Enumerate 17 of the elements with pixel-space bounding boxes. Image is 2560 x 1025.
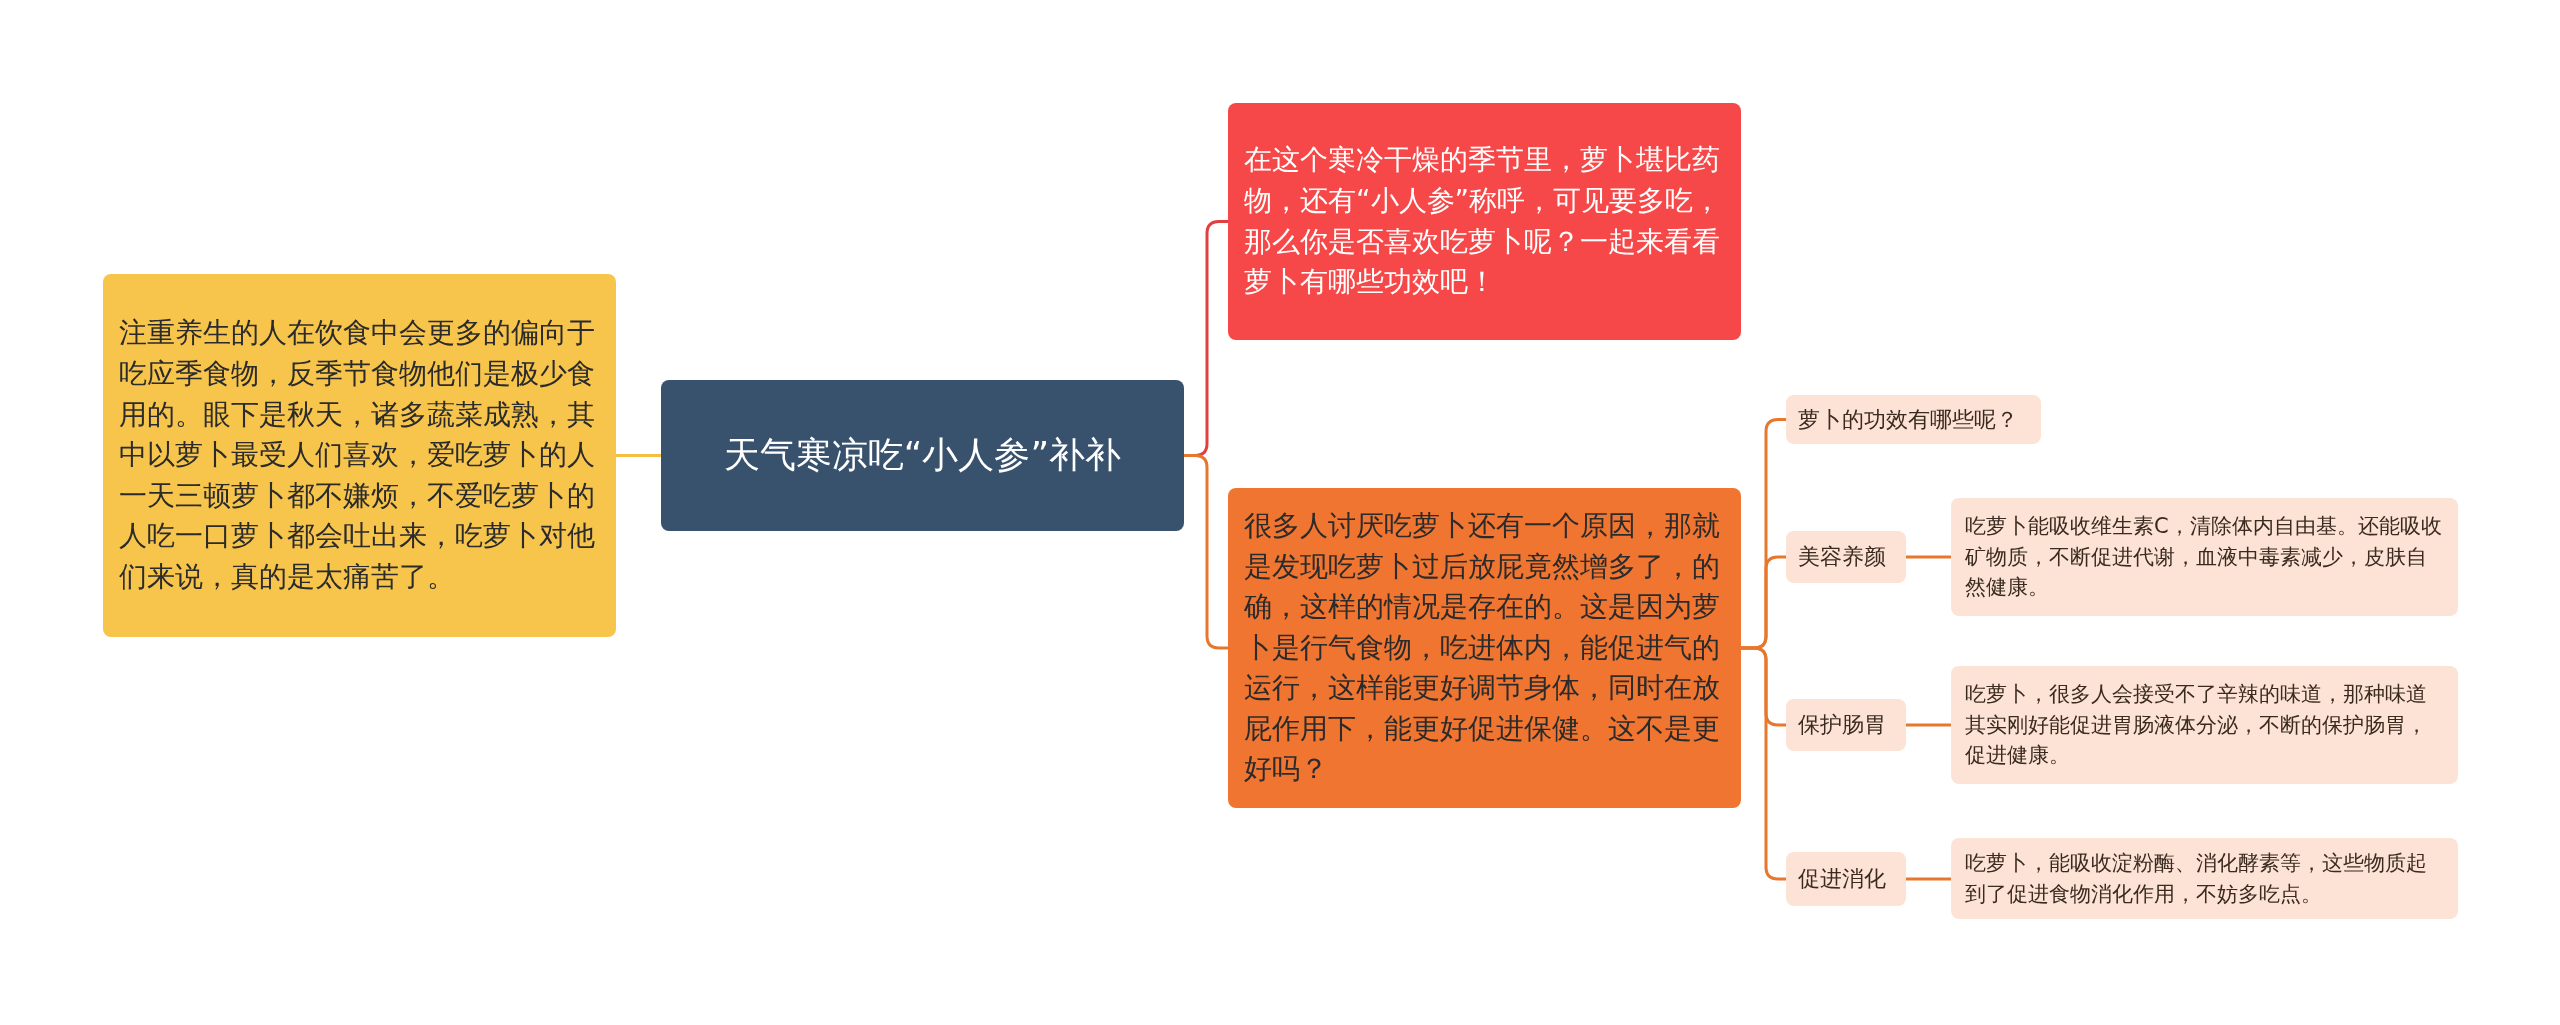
connector	[1906, 555, 1951, 559]
connector	[616, 454, 661, 457]
branch-box: 很多人讨厌吃萝卜还有一个原因，那就是发现吃萝卜过后放屁竟然增多了，的确，这样的情况是存在的。这是因为萝卜是行气食物，吃进体内，能促进气的运行，这样能更好调节身体，同时在放屁作用下，能更好促进保健。这不是更好吗？	[1228, 488, 1741, 808]
topic-tag: 萝卜的功效有哪些呢？	[1786, 395, 2041, 444]
topic-tag: 保护肠胃	[1786, 699, 1906, 751]
connector	[1184, 454, 1228, 650]
branch-box: 在这个寒冷干燥的季节里，萝卜堪比药物，还有“小人参”称呼，可见要多吃，那么你是否喜欢吃萝卜呢？一起来看看萝卜有哪些功效吧！	[1228, 103, 1741, 340]
branch-box: 注重养生的人在饮食中会更多的偏向于吃应季食物，反季节食物他们是极少食用的。眼下是秋天，诸多蔬菜成熟，其中以萝卜最受人们喜欢，爱吃萝卜的人一天三顿萝卜都不嫌烦，不爱吃萝卜的人吃一口萝卜都会吐出来，吃萝卜对他们来说，真的是太痛苦了。	[103, 274, 616, 637]
detail-box: 吃萝卜，很多人会接受不了辛辣的味道，那种味道其实刚好能促进胃肠液体分泌，不断的保护肠胃，促进健康。	[1951, 666, 2458, 784]
connector	[1741, 646, 1786, 881]
topic-tag: 促进消化	[1786, 852, 1906, 906]
detail-box: 吃萝卜，能吸收淀粉酶、消化酵素等，这些物质起到了促进食物消化作用，不妨多吃点。	[1951, 838, 2458, 919]
topic-box: 天气寒凉吃“小人参”补补	[661, 380, 1184, 531]
detail-box: 吃萝卜能吸收维生素C，清除体内自由基。还能吸收矿物质，不断促进代谢，血液中毒素减少，皮肤自然健康。	[1951, 498, 2458, 616]
topic-tag: 美容养颜	[1786, 531, 1906, 583]
connector	[1906, 723, 1951, 727]
connector	[1906, 877, 1951, 881]
